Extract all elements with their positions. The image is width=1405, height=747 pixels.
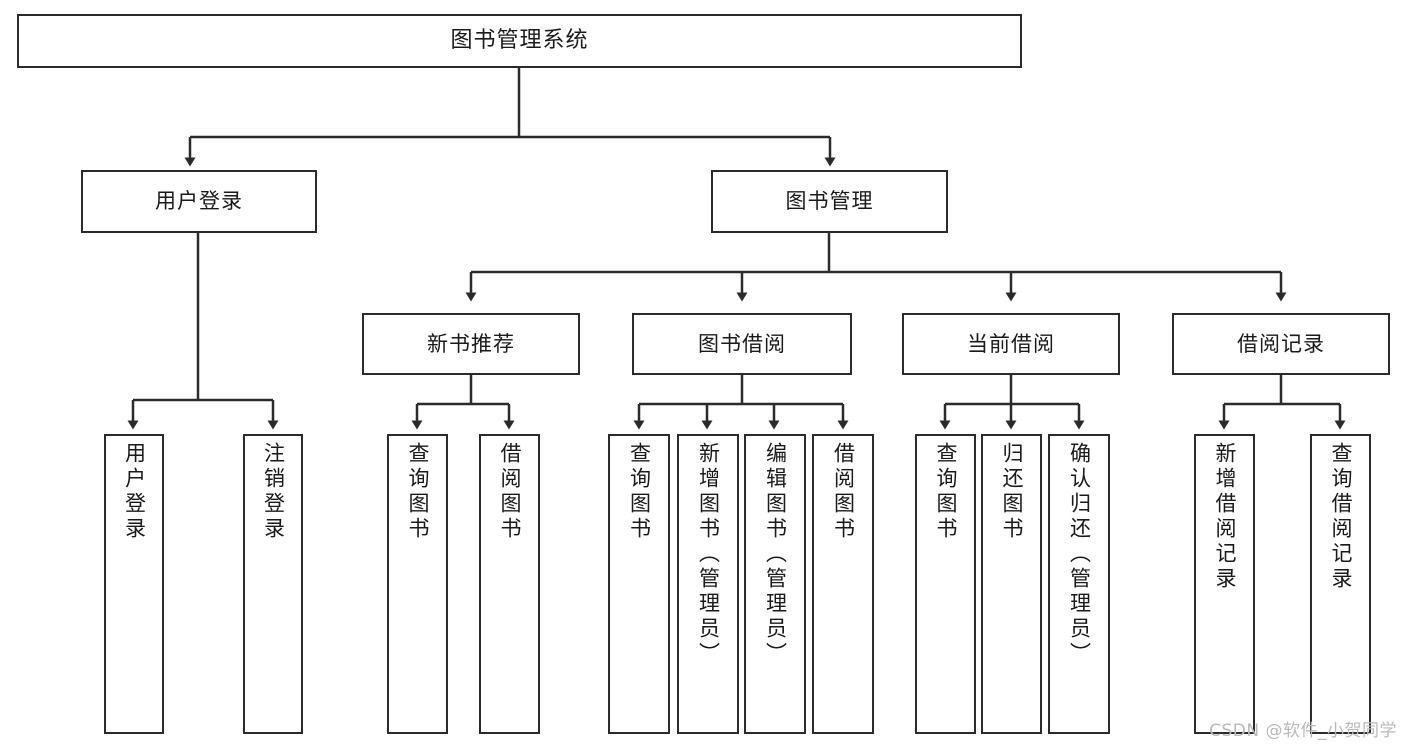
leaf-borrow-query-book[interactable]: 查询图书 [608, 434, 670, 734]
node-label: 用户登录 [155, 189, 243, 214]
leaf-user-login-signin[interactable]: 用户登录 [104, 434, 164, 734]
node-root-system[interactable]: 图书管理系统 [17, 14, 1022, 68]
node-borrow-record[interactable]: 借阅记录 [1172, 313, 1390, 375]
node-book-management[interactable]: 图书管理 [711, 170, 948, 233]
leaf-user-login-signout[interactable]: 注销登录 [243, 434, 303, 734]
leaf-borrow-add-book-admin[interactable]: 新增图书（管理员） [677, 434, 739, 734]
leaf-current-query-book[interactable]: 查询图书 [915, 434, 976, 734]
node-label: 注销登录 [261, 442, 286, 542]
node-label: 查询图书 [934, 442, 958, 542]
node-label: 归还图书 [1000, 442, 1024, 542]
node-current-borrow[interactable]: 当前借阅 [902, 313, 1120, 375]
leaf-record-query-record[interactable]: 查询借阅记录 [1310, 434, 1371, 734]
node-label: 确认归还（管理员） [1067, 442, 1092, 667]
leaf-new-book-query[interactable]: 查询图书 [387, 434, 448, 734]
node-label: 借阅图书 [498, 442, 522, 542]
leaf-borrow-borrow-book[interactable]: 借阅图书 [812, 434, 874, 734]
node-label: 图书管理系统 [450, 28, 589, 54]
leaf-current-confirm-return-admin[interactable]: 确认归还（管理员） [1048, 434, 1110, 734]
node-label: 借阅图书 [831, 442, 856, 542]
leaf-new-book-borrow[interactable]: 借阅图书 [479, 434, 540, 734]
node-label: 查询图书 [627, 442, 652, 542]
node-label: 图书借阅 [698, 331, 786, 356]
leaf-current-return-book[interactable]: 归还图书 [981, 434, 1042, 734]
node-label: 编辑图书（管理员） [763, 442, 788, 667]
node-new-book-recommend[interactable]: 新书推荐 [362, 313, 580, 375]
node-book-borrow[interactable]: 图书借阅 [632, 313, 852, 375]
leaf-borrow-edit-book-admin[interactable]: 编辑图书（管理员） [744, 434, 806, 734]
leaf-record-add-record[interactable]: 新增借阅记录 [1194, 434, 1255, 734]
node-label: 借阅记录 [1237, 331, 1325, 356]
node-label: 查询借阅记录 [1329, 442, 1353, 592]
node-label: 图书管理 [785, 189, 874, 214]
node-label: 新增借阅记录 [1213, 442, 1237, 592]
node-label: 新增图书（管理员） [696, 442, 721, 667]
watermark-text: CSDN @软件_小贺同学 [1209, 721, 1397, 741]
node-label: 查询图书 [406, 442, 430, 542]
node-label: 新书推荐 [427, 331, 515, 356]
node-user-login[interactable]: 用户登录 [81, 170, 317, 233]
node-label: 当前借阅 [967, 331, 1055, 356]
node-label: 用户登录 [122, 442, 147, 542]
